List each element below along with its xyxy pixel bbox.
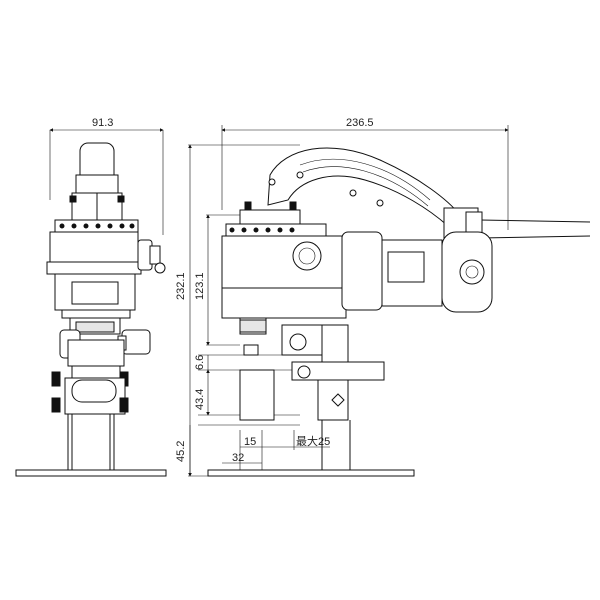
dim-6-6: 6.6 [194,355,206,370]
dim-45-2: 45.2 [175,441,187,462]
dim-side-width: 236.5 [346,117,374,129]
front-view: 91.3 [15,117,167,477]
dim-43-4: 43.4 [194,389,206,410]
dim-body-height: 123.1 [194,272,206,300]
dim-32: 32 [232,452,244,464]
dim-max-25: 最大25 [296,434,330,448]
dim-15: 15 [244,436,256,448]
dim-overall-height: 232.1 [175,272,187,300]
dim-front-width: 91.3 [92,117,113,129]
side-view: 236.5 232.1 123.1 6.6 43.4 45.2 15 32 [175,117,591,477]
